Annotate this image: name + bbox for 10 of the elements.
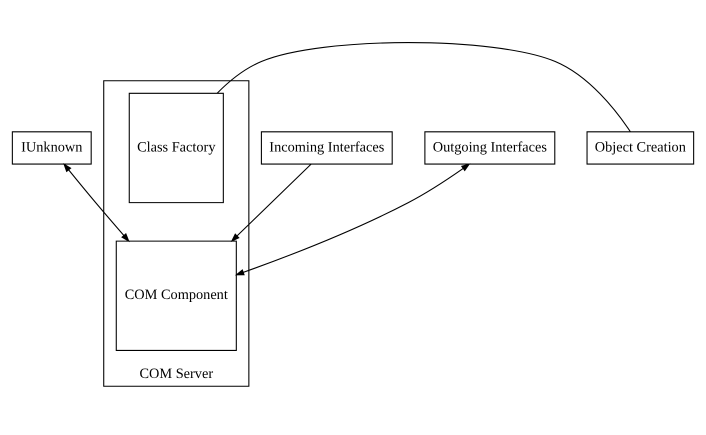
node-box: Incoming Interfaces	[260, 130, 393, 164]
node-box: Object Creation	[586, 130, 694, 164]
connector	[216, 42, 631, 132]
arrow	[63, 162, 130, 242]
arrow	[230, 163, 312, 242]
node-box: Outgoing Interfaces	[424, 130, 556, 164]
node-box: COM Component	[116, 240, 237, 350]
node-box: IUnknown	[12, 130, 92, 164]
arrow	[234, 162, 470, 275]
node-box: Class Factory	[128, 92, 224, 203]
